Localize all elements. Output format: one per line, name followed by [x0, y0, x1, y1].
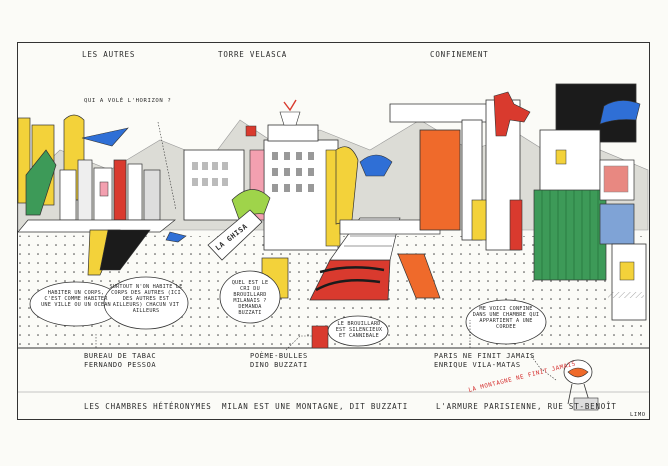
armour-figure — [563, 359, 599, 411]
bubble-1-text: HABITER UN CORPS, C'EST COMME HABITER UN… — [41, 290, 111, 308]
bottom-milan: MILAN EST UNE MONTAGNE, DIT BUZZATI — [222, 402, 409, 411]
bubble-5-text: ME VOICI CONFINE DANS UNE CHAMBRE QUI AP… — [472, 306, 540, 330]
caption-vila-matas: ENRIQUE VILA-MATAS — [434, 361, 521, 369]
heading-confinement: CONFINEMENT — [430, 50, 489, 59]
signature: LIMO — [630, 412, 646, 418]
caption-fernando-pessoa: FERNANDO PESSOA — [84, 361, 157, 369]
torre-velasca-block — [183, 99, 393, 299]
bottom-les-chambres: LES CHAMBRES HÉTÉRONYMES — [84, 402, 212, 411]
stair-and-red-floor — [309, 217, 441, 301]
right-building-complex — [389, 83, 647, 321]
drawing-frame — [17, 42, 650, 420]
heading-les-autres: LES AUTRES — [82, 50, 136, 59]
bubble-2-text: SURTOUT N'ON HABITE LE CORPS DES AUTRES … — [109, 284, 183, 314]
left-block-cluster — [17, 114, 187, 276]
caption-dino-buzzati: DINO BUZZATI — [250, 361, 308, 369]
caption-paris-ne-finit-jamais: PARIS NE FINIT JAMAIS — [434, 352, 536, 360]
bubble-2 — [103, 276, 189, 330]
bubble-3 — [219, 270, 281, 324]
caption-poeme-bulles: POÈME-BULLES — [250, 352, 308, 360]
red-house — [311, 325, 329, 349]
bubble-5 — [465, 299, 547, 345]
bubble-3-text: QUEL EST LE CRI DU BROUILLARD MILANAIS ?… — [231, 280, 269, 316]
heading-torre-velasca: TORRE VELASCA — [218, 50, 288, 59]
bottom-armure: L'ARMURE PARISIENNE, RUE ST-BENOÎT — [436, 402, 617, 411]
bubble-4-text: LE BROUILLARD EST SILENCIEUX ET CANNIBAL… — [335, 321, 383, 339]
question-horizon: QUI A VOLÉ L'HORIZON ? — [84, 98, 172, 104]
caption-bureau-de-tabac: BUREAU DE TABAC — [84, 352, 157, 360]
